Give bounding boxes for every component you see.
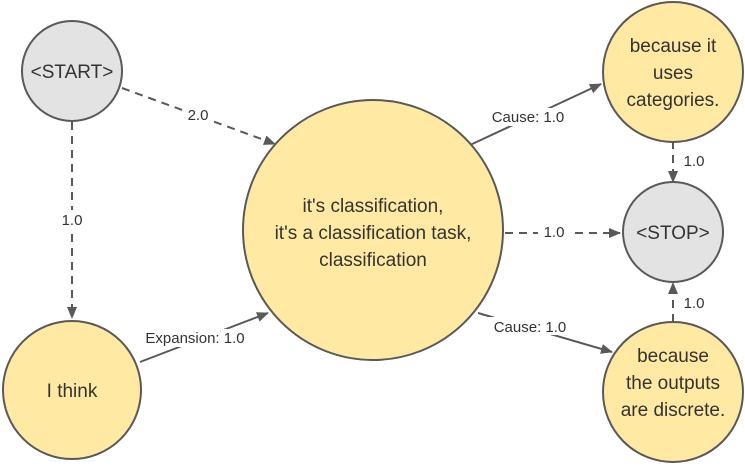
node-stop-circle [622, 181, 724, 283]
node-classification-line-1: it's classification, [303, 196, 444, 217]
node-classification-line-2: it's a classification task, [275, 223, 472, 244]
node-start-label: <START> [31, 62, 114, 83]
node-i-think-circle [2, 320, 142, 460]
edge-label-start-to-i-think: 1.0 [62, 212, 83, 229]
node-discrete-line-3: are discrete. [621, 400, 726, 421]
edge-label-discrete-to-stop: 1.0 [684, 295, 705, 312]
node-stop: <STOP> [622, 181, 724, 283]
node-stop-label: <STOP> [636, 223, 710, 244]
edge-label-classification-to-discrete: Cause: 1.0 [494, 319, 567, 336]
node-discrete-line-2: the outputs [626, 373, 720, 394]
node-categories: because it uses categories. [602, 1, 744, 143]
node-discrete: because the outputs are discrete. [602, 321, 744, 463]
edge-label-i-think-to-classification: Expansion: 1.0 [145, 330, 244, 347]
edge-label-start-to-classification: 2.0 [188, 107, 209, 124]
node-i-think-label: I think [47, 381, 98, 402]
edge-label-categories-to-stop: 1.0 [684, 153, 705, 170]
edge-label-classification-to-categories: Cause: 1.0 [492, 109, 565, 126]
node-classification-line-3: classification [319, 250, 427, 271]
node-categories-line-2: uses [653, 63, 693, 84]
node-discrete-circle [602, 321, 744, 463]
node-classification-circle [242, 99, 504, 361]
node-discrete-line-1: because [637, 346, 709, 367]
node-categories-circle [602, 1, 744, 143]
node-categories-line-3: categories. [627, 90, 720, 111]
edge-labels: 2.0 1.0 Expansion: 1.0 Cause: 1.0 1.0 Ca… [57, 105, 709, 347]
edge-label-classification-to-stop: 1.0 [544, 224, 565, 241]
node-classification: it's classification, it's a classificati… [242, 99, 504, 361]
node-categories-line-1: because it [630, 36, 717, 57]
node-start: <START> [21, 20, 123, 122]
node-start-circle [21, 20, 123, 122]
node-i-think: I think [2, 320, 142, 460]
